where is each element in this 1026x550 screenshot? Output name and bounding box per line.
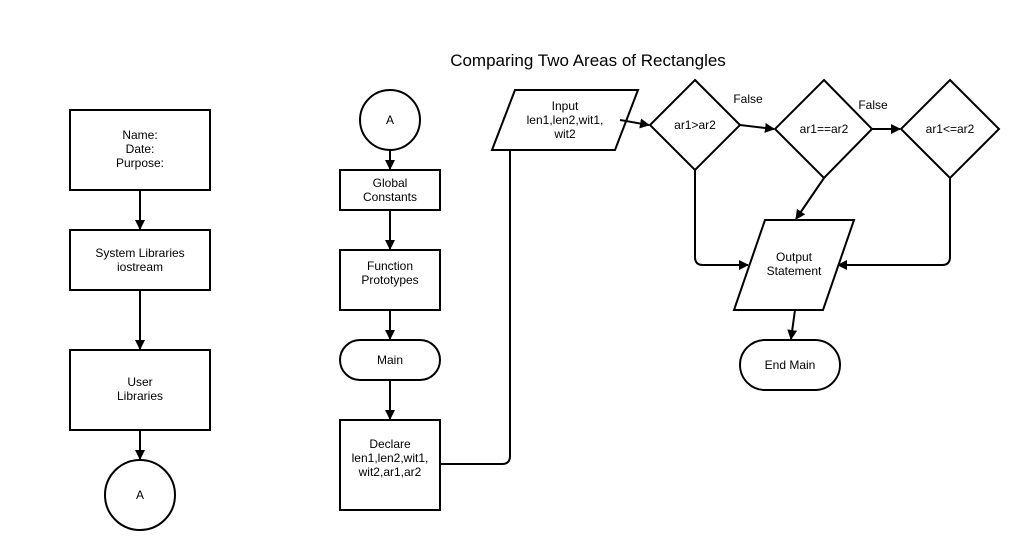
system-libraries-box: System Libraries iostream <box>69 229 211 291</box>
input-label-line3: wit2 <box>553 127 576 141</box>
output-parallelogram: Output Statement <box>732 219 856 311</box>
end-main-label: End Main <box>765 358 816 372</box>
edge-output-to-end <box>787 309 798 340</box>
function-prototypes-label-line2: Prototypes <box>361 273 418 287</box>
input-label-line1: Input <box>552 99 579 113</box>
global-constants-label-line1: Global <box>373 176 408 190</box>
connector-a-top: A <box>359 89 421 151</box>
main-label: Main <box>377 353 403 367</box>
user-libraries-label-line1: User <box>127 375 152 389</box>
false-label-2: False <box>858 98 888 112</box>
header-purpose-label: Purpose: <box>116 156 164 170</box>
iostream-label: iostream <box>117 260 163 274</box>
main-terminal: Main <box>339 339 441 381</box>
user-libraries-label-line2: Libraries <box>117 389 163 403</box>
decision2-label: ar1==ar2 <box>800 122 849 136</box>
decision-ar1-eq-ar2: ar1==ar2 <box>773 78 874 180</box>
input-label-line2: len1,len2,wit1, <box>527 113 604 127</box>
false-label-1: False <box>733 92 763 106</box>
edge-decision1-false <box>739 122 775 133</box>
decision-ar1-gt-ar2: ar1>ar2 <box>648 78 742 172</box>
decision3-label: ar1<=ar2 <box>926 122 975 136</box>
input-parallelogram: Input len1,len2,wit1, wit2 <box>490 89 640 151</box>
function-prototypes-label-line1: Function <box>367 259 413 273</box>
user-libraries-box: User Libraries <box>69 349 211 431</box>
system-libraries-label: System Libraries <box>95 246 184 260</box>
output-label-line1: Output <box>776 250 813 264</box>
connector-a-top-label: A <box>386 113 394 127</box>
connector-a-left-label: A <box>136 488 144 502</box>
global-constants-box: Global Constants <box>339 169 441 211</box>
edge-input-to-decision1 <box>619 118 650 129</box>
diagram-title: Comparing Two Areas of Rectangles <box>450 51 726 70</box>
global-constants-label-line2: Constants <box>363 190 417 204</box>
header-box: Name: Date: Purpose: <box>69 109 211 191</box>
edge-decision2-true-to-output <box>795 177 825 220</box>
header-date-label: Date: <box>126 142 155 156</box>
connector-a-left: A <box>104 459 176 531</box>
declare-label-line3: wit2,ar1,ar2 <box>358 465 422 479</box>
function-prototypes-box: Function Prototypes <box>339 249 441 311</box>
declare-box: Declare len1,len2,wit1, wit2,ar1,ar2 <box>339 419 441 511</box>
output-label-line2: Statement <box>767 264 822 278</box>
end-main-terminal: End Main <box>739 339 841 391</box>
edge-decision3-to-output <box>837 178 951 270</box>
header-name-label: Name: <box>122 128 157 142</box>
decision1-label: ar1>ar2 <box>674 118 716 132</box>
edge-decision1-true-to-output <box>694 170 749 270</box>
edge-declare-to-input <box>440 130 515 465</box>
declare-label-line2: len1,len2,wit1, <box>352 451 429 465</box>
declare-label-line1: Declare <box>369 437 411 451</box>
decision-ar1-le-ar2: ar1<=ar2 <box>899 78 1001 180</box>
